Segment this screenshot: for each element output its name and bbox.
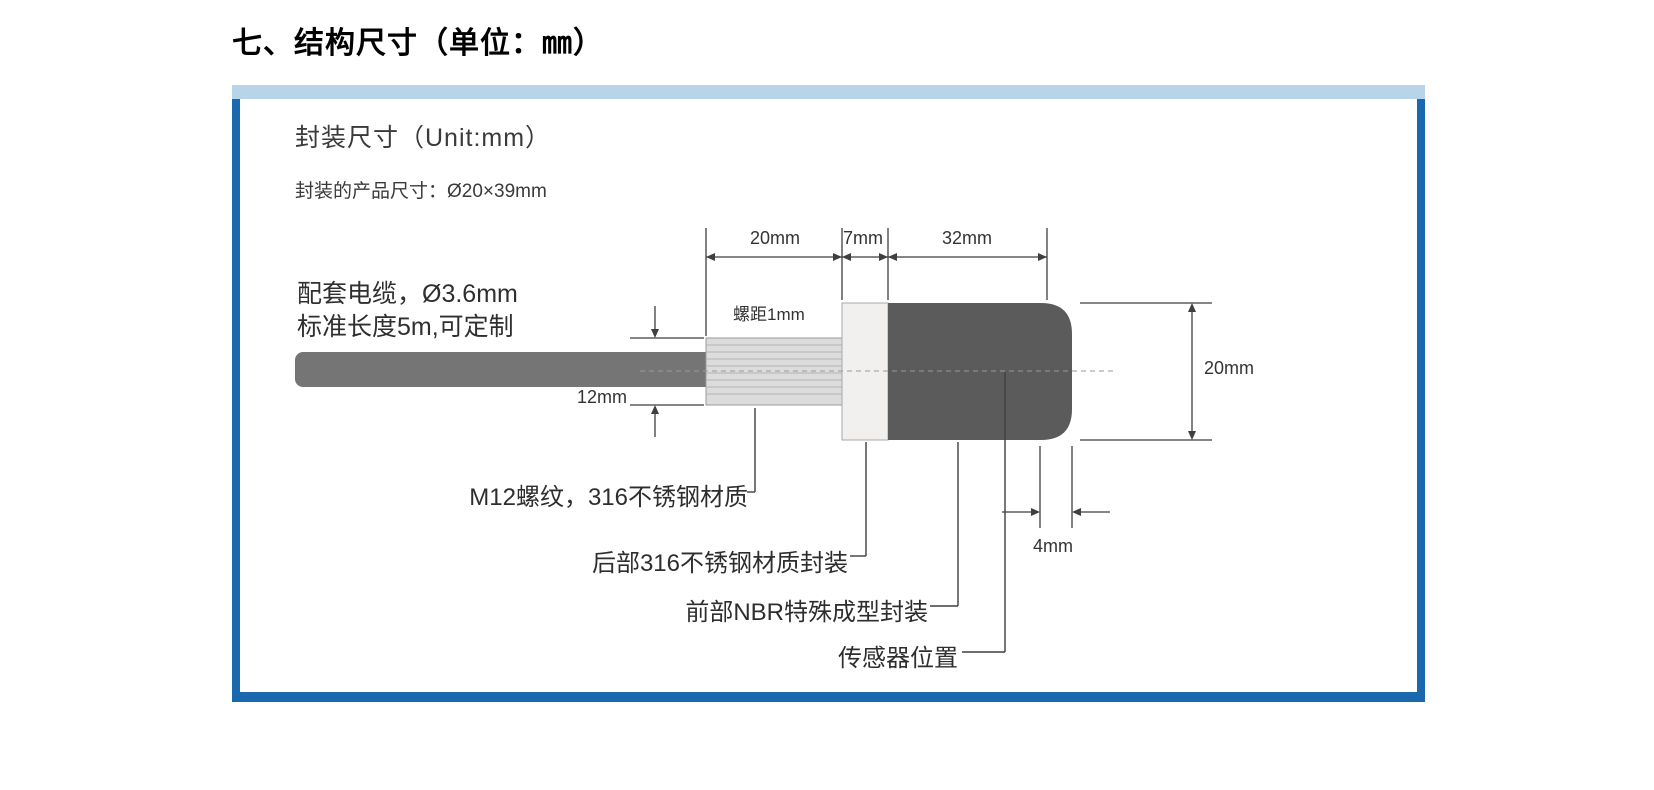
top-extension-lines: [705, 228, 1048, 336]
cable-note-line1: 配套电缆，Ø3.6mm: [297, 280, 518, 308]
bottom-dimension-lines: [1002, 446, 1110, 528]
dim-label-right: 20mm: [1204, 358, 1255, 378]
cable-note: 配套电缆，Ø3.6mm 标准长度5m,可定制: [297, 278, 518, 344]
dim-label-top-left: 20mm: [750, 228, 801, 248]
bottom-dimension-arrowheads: [1031, 508, 1081, 516]
left-dimension-arrowheads: [651, 329, 659, 414]
callout-rear: 后部316不锈钢材质封装: [591, 550, 848, 577]
thread-pitch-label: 螺距1mm: [733, 305, 805, 324]
right-dimension-lines: [1080, 302, 1212, 441]
callout-front: 前部NBR特殊成型封装: [685, 599, 928, 626]
thread-lines: [706, 344, 842, 395]
callout-leader-lines: [747, 372, 1006, 653]
front-body-shape: [888, 303, 1072, 440]
dim-label-left: 12mm: [577, 387, 628, 407]
dim-label-top-right: 32mm: [942, 228, 993, 248]
page-title: 七、结构尺寸（单位：㎜）: [232, 27, 604, 60]
cable-shape: [295, 352, 713, 387]
panel-heading: 封装尺寸（Unit:mm）: [295, 124, 552, 152]
panel-top-strip: [232, 85, 1425, 99]
callout-thread: M12螺纹，316不锈钢材质: [469, 484, 748, 511]
panel-subheading: 封装的产品尺寸：Ø20×39mm: [295, 181, 547, 202]
callout-sensor: 传感器位置: [838, 645, 958, 672]
right-dimension-arrowheads: [1188, 303, 1196, 440]
dim-label-top-mid: 7mm: [843, 228, 883, 248]
cable-note-line2: 标准长度5m,可定制: [297, 313, 514, 341]
dim-label-bottom: 4mm: [1033, 536, 1073, 556]
top-dimension-arrowheads: [706, 253, 1047, 261]
